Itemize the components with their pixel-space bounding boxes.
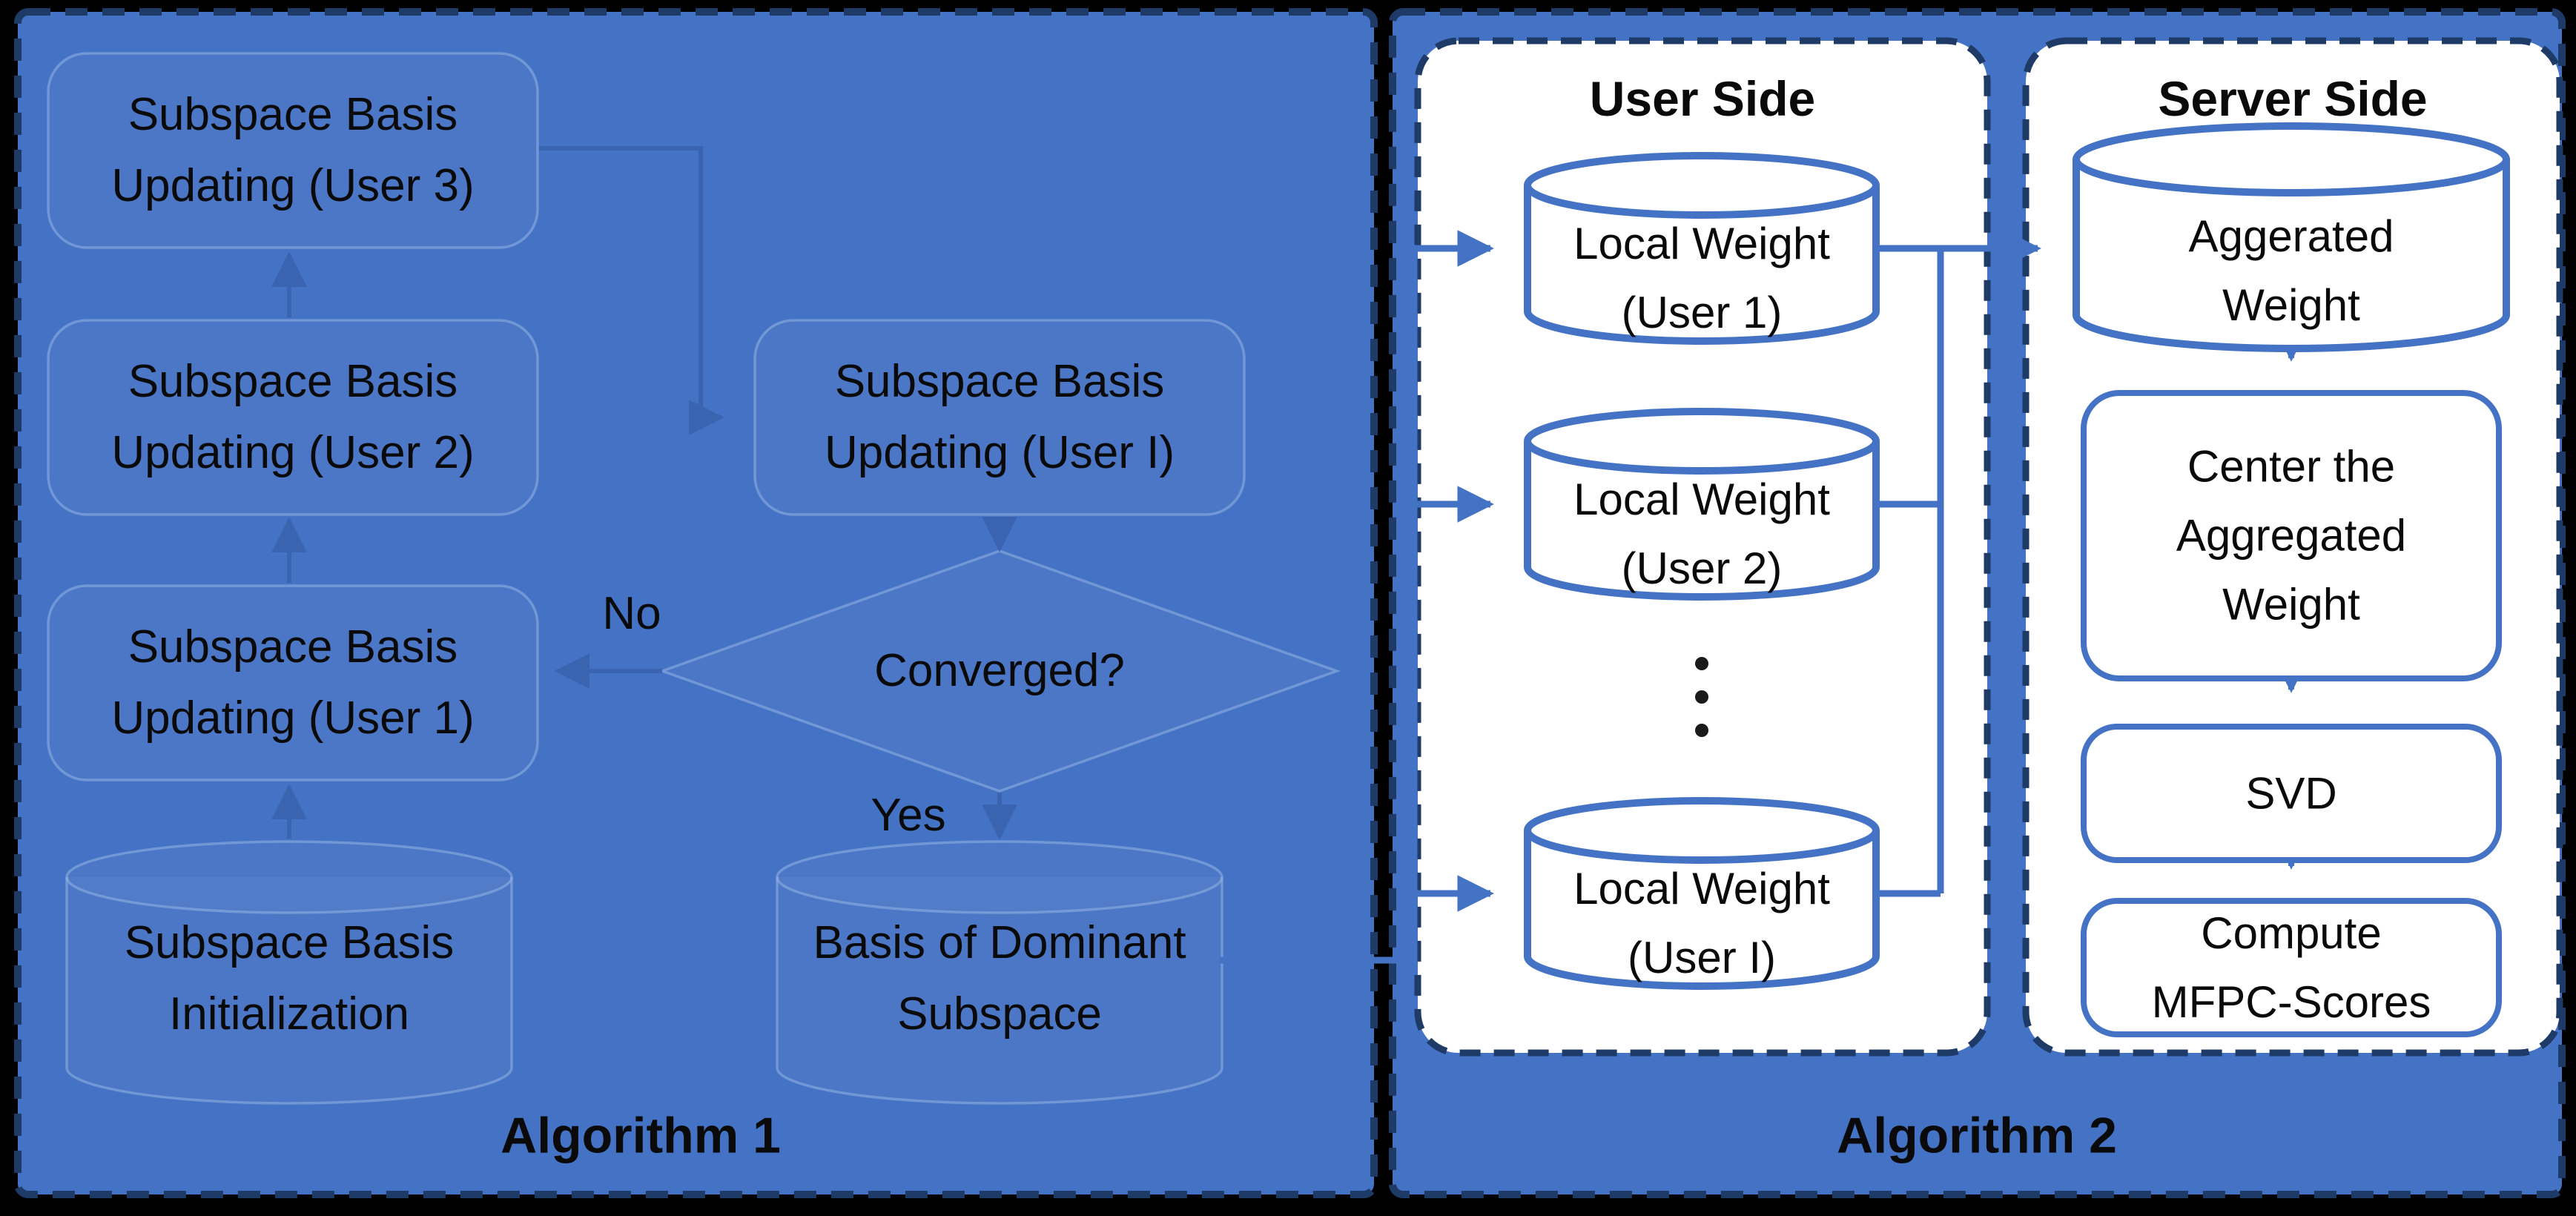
node-user3-label: Subspace Basis Updating (User 3) [111, 88, 475, 211]
local-weight-userI-label: Local Weight (User I) [1573, 864, 1830, 982]
init-cylinder-body [65, 877, 513, 1105]
local-weight-userI-cylinder-top [1524, 797, 1880, 864]
local-weight-user2-cylinder-top [1524, 408, 1880, 475]
local-weight-user2-cylinder [1524, 441, 1880, 601]
local-weight-user1-cylinder-top [1524, 152, 1880, 219]
init-cylinder-top [65, 840, 513, 914]
algorithm2-title: Algorithm 2 [1837, 1107, 2117, 1164]
node-init-label: Subspace Basis Initialization [124, 916, 455, 1040]
center-aggregated-label: Center the Aggregated Weight [2176, 441, 2407, 630]
svd-box [2081, 724, 2502, 863]
algorithm1-title: Algorithm 1 [501, 1107, 781, 1164]
node-user1-label: Subspace Basis Updating (User 1) [111, 621, 475, 744]
converged-diamond [658, 549, 1341, 793]
edge-yes-label: Yes [871, 789, 946, 841]
user3-box [47, 52, 539, 249]
local-weight-userI-cylinder [1524, 830, 1880, 990]
ellipsis-dot [1695, 724, 1708, 737]
algorithm1-panel [14, 8, 1378, 1198]
dominant-cylinder-body [776, 877, 1223, 1105]
node-converged-label: Converged? [874, 644, 1125, 696]
edge-no-label: No [602, 587, 661, 639]
connector-dominant-to-userside [1220, 230, 1494, 964]
aggregated-weight-cylinder [2073, 159, 2510, 352]
svd-label: SVD [2245, 768, 2337, 819]
compute-mfpc-label: Compute MFPC-Scores [2151, 908, 2431, 1027]
user1-box [47, 584, 539, 782]
node-user2-label: Subspace Basis Updating (User 2) [111, 355, 475, 478]
user2-box [47, 319, 539, 516]
ellipsis-dot [1695, 690, 1708, 704]
server-side-title: Server Side [2158, 70, 2428, 126]
arrow-user3-to-userI [539, 146, 724, 435]
local-weight-user2-label: Local Weight (User 2) [1573, 475, 1830, 593]
center-aggregated-box [2081, 390, 2502, 681]
userI-box [753, 319, 1246, 516]
node-dominant-label: Basis of Dominant Subspace [813, 916, 1186, 1040]
ellipsis-dot [1695, 657, 1708, 670]
user-side-title: User Side [1589, 70, 1816, 126]
aggregated-weight-cylinder-top [2073, 122, 2510, 196]
dominant-cylinder-top [776, 840, 1223, 914]
local-weight-user1-label: Local Weight (User 1) [1573, 219, 1830, 337]
aggregated-weight-label: Aggerated Weight [2188, 211, 2394, 330]
compute-mfpc-box [2081, 898, 2502, 1037]
node-userI-label: Subspace Basis Updating (User I) [824, 355, 1175, 478]
local-weight-user1-cylinder [1524, 185, 1880, 345]
